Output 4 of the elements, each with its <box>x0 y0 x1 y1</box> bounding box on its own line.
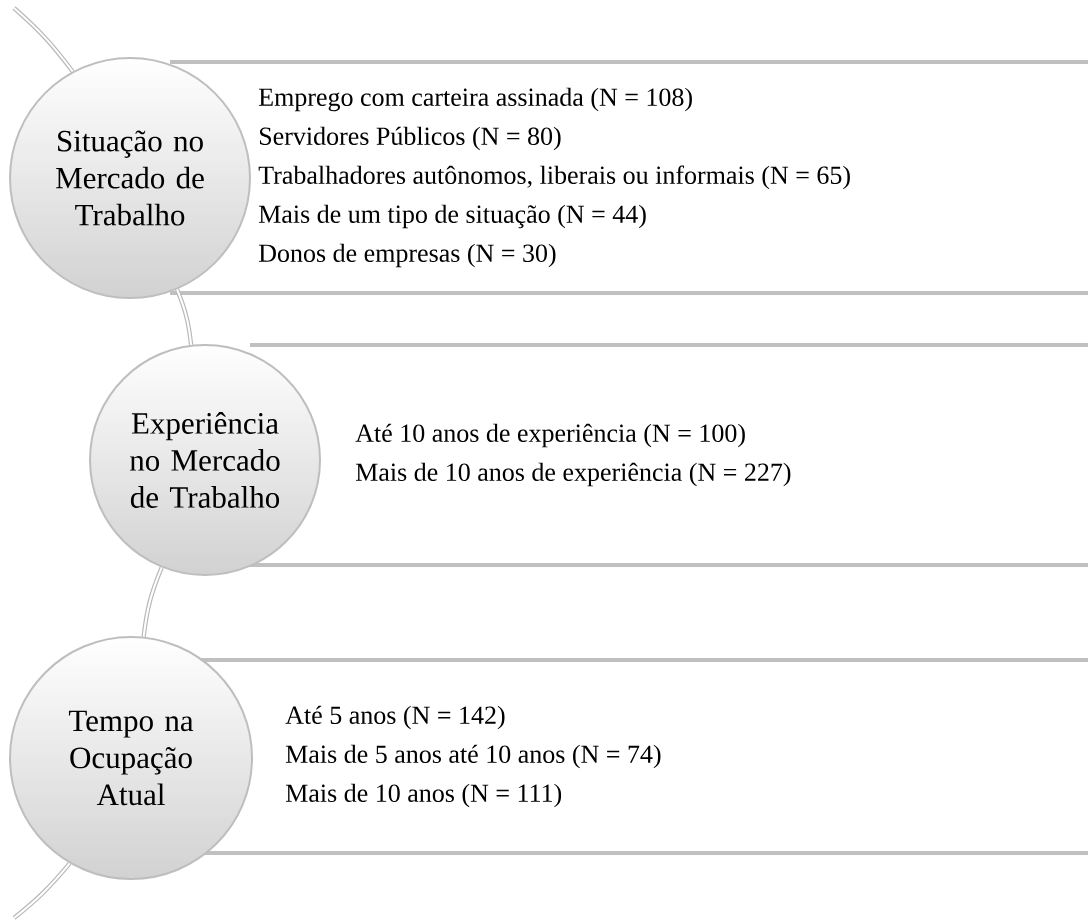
connector-line <box>141 566 164 638</box>
connector-line <box>12 862 72 920</box>
connector-line <box>175 288 194 346</box>
connector-line <box>12 6 75 73</box>
